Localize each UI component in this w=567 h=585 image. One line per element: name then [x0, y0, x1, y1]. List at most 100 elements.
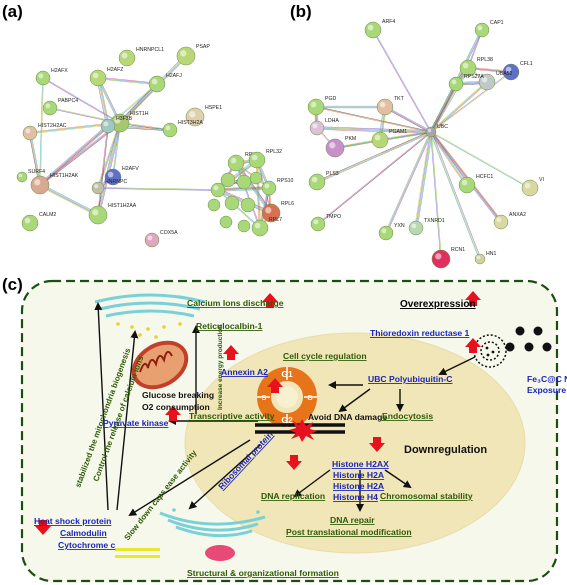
network-b-node: RPS27A: [448, 74, 484, 92]
network-a-node-circle: [89, 69, 107, 87]
network-a-node-label: RPL7: [269, 217, 282, 223]
network-a-edge: [39, 125, 108, 185]
network-a-edge: [97, 188, 218, 191]
network-a-node-circle: [236, 174, 252, 190]
panel-label-a: (a): [2, 2, 23, 21]
network-b-node: TMPO: [310, 214, 341, 232]
network-b-node-label: CAP1: [490, 20, 504, 26]
network-a-node: H3F3B: [100, 116, 133, 134]
downregulation-heading: Downregulation: [404, 444, 487, 456]
network-a-node-circle: [22, 125, 38, 141]
network-a-edge: [98, 76, 158, 84]
network-b-node-label: TMPO: [326, 214, 341, 220]
network-b-edge: [429, 83, 456, 132]
network-a-node: HIST1H2AK: [30, 173, 79, 195]
network-a-node-circle: [240, 197, 256, 213]
network-a-node-label: RPL6: [281, 201, 294, 207]
network-a-node-circle: [88, 205, 108, 225]
network-b-edge: [316, 131, 432, 183]
heat-shock-label: Heat shock protein: [34, 516, 111, 526]
mitochondrion-icon: [131, 340, 189, 390]
network-b-node-label: TKT: [394, 96, 405, 102]
network-b-node: ARF4: [364, 19, 395, 39]
network-b-node-label: PGD: [325, 96, 336, 102]
chromosomal-label: Chromosomal stability: [380, 491, 473, 501]
histone-h2a-label-2: Histone H2A: [333, 481, 384, 491]
network-a-node-label: HIST1H: [130, 111, 149, 117]
nps-label: Fe₃C@C NPs: [527, 374, 567, 384]
network-a-node: H2AFJ: [148, 73, 182, 93]
network-a-node: RPL6: [261, 201, 294, 223]
network-b-edge: [317, 127, 432, 132]
vesicle-icon: [205, 545, 235, 561]
network-b-edge: [430, 81, 488, 133]
network-b-edge: [431, 131, 503, 222]
network-b-edge: [431, 82, 488, 133]
network-a-node: HIST1H: [110, 111, 149, 133]
network-a-node-label: HNRNPC: [105, 179, 127, 185]
network-a-node: CALM2: [21, 212, 56, 232]
network-b-edge: [315, 107, 431, 133]
network-b-edge: [429, 132, 480, 260]
transcriptive-label: Transcriptive activity: [189, 411, 275, 421]
network-b-node-circle: [364, 21, 382, 39]
network-b-edge: [384, 107, 431, 134]
network-a-node-circle: [100, 118, 116, 134]
network-a-node-label: H2AFV: [122, 166, 139, 172]
network-a-edge: [218, 189, 261, 228]
network-b-node: PKM: [325, 136, 356, 158]
network-b-node: UBA52: [478, 71, 513, 91]
network-a-node-circle: [118, 49, 136, 67]
network-b-node-label: LDHA: [325, 118, 339, 124]
network-a-edge: [40, 123, 121, 186]
network-b-edge: [417, 132, 433, 229]
network-b-node: YXN: [378, 223, 405, 241]
network-b-node: RPL38: [459, 57, 493, 77]
network-a-node: HSPE1: [185, 105, 222, 127]
network-b-edge: [317, 126, 432, 131]
network-b-node-label: HN1: [486, 251, 496, 257]
histone-h2a-label: Histone H2A: [333, 470, 384, 480]
network-a-edge: [39, 185, 98, 217]
panel-label-b: (b): [290, 2, 312, 21]
calmodulin-label: Calmodulin: [60, 528, 107, 538]
down-arrow-icon: [35, 520, 51, 535]
network-b-edge: [386, 132, 433, 234]
thioredoxin-label: Thioredoxin reductase 1: [370, 328, 470, 338]
network-b-edge: [317, 131, 431, 224]
network-a-node: PSAP: [176, 44, 210, 66]
post-translational-label: Post translational modification: [286, 527, 412, 537]
network-a-node: SURF4: [16, 169, 45, 183]
network-b-node-label: RPS27A: [464, 74, 484, 80]
network-b-node-circle: [408, 220, 424, 236]
network-a-node: H2AFV: [104, 166, 139, 186]
up-arrow-icon: [262, 293, 278, 308]
network-a-node-circle: [224, 195, 240, 211]
network-a-node-circle: [30, 175, 50, 195]
down-arrow-icon: [369, 437, 385, 452]
pyruvate-label: Pyruvate kinase: [103, 418, 169, 428]
network-b-edge: [415, 131, 431, 228]
network-b-node: HN1: [474, 251, 496, 265]
panel-label-c: (c): [2, 275, 23, 294]
network-a-node-circle: [220, 172, 236, 188]
network-b-edge: [373, 29, 432, 132]
endocytosis-label: Endocytosis: [382, 411, 433, 421]
network-a-node-circle: [237, 219, 251, 233]
network-a-node-circle: [261, 180, 277, 196]
network-a-edge: [218, 188, 270, 191]
cytochrome-label: Cytochrome c: [58, 540, 116, 550]
network-a-node-label: H2AFJ: [166, 73, 182, 79]
nanoparticle-dots-icon: [505, 326, 552, 352]
cycle-g: G: [307, 395, 313, 402]
network-b-node-circle: [448, 76, 464, 92]
network-b-edge: [384, 131, 431, 233]
network-a-edge: [98, 126, 109, 216]
network-b-edge: [431, 131, 442, 259]
network-a-edge: [40, 126, 110, 187]
network-b-node-circle: [474, 22, 490, 38]
network-b-node-circle: [493, 214, 509, 230]
network-a-node-circle: [162, 122, 178, 138]
network-a-node-circle: [251, 219, 269, 237]
